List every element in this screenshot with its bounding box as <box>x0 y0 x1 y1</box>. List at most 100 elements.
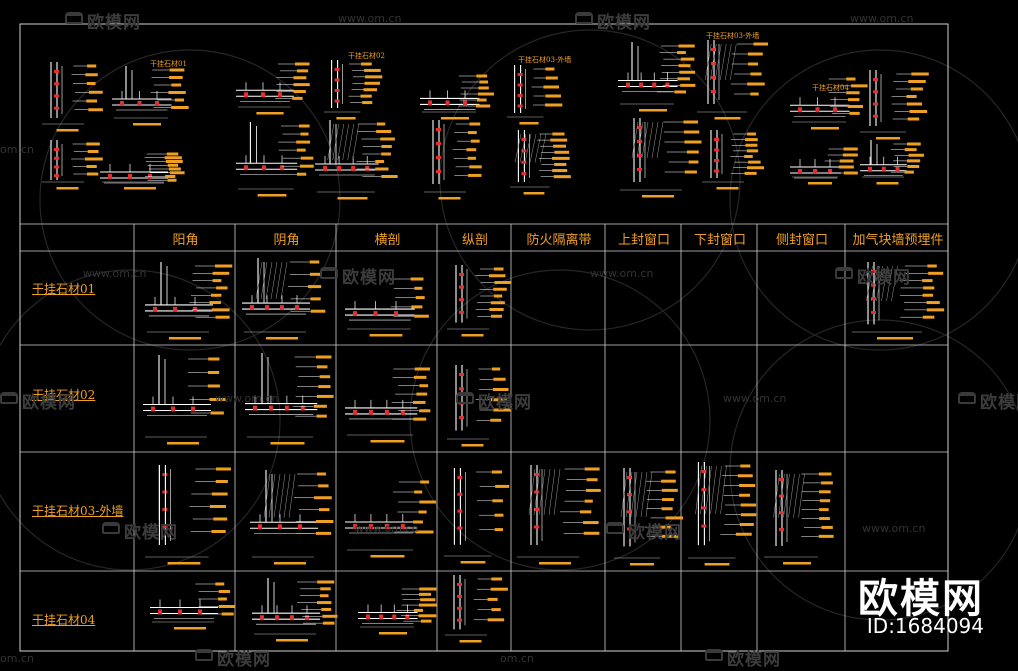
anchor-bolt <box>815 107 820 113</box>
anchor-bolt <box>711 48 716 51</box>
annotation-text-mark <box>318 508 330 512</box>
annotation-text-mark <box>293 90 306 93</box>
watermark-arc <box>729 319 1018 621</box>
anchor-bolt <box>373 311 378 317</box>
anchor-bolt <box>459 387 464 391</box>
annotation-text-mark <box>298 124 310 128</box>
watermark-brand-text: 欧模网 <box>124 523 178 543</box>
annotation-text-mark <box>908 153 924 157</box>
watermark-brand-text: 欧模网 <box>22 393 76 413</box>
annotation-text-mark <box>414 490 423 494</box>
annotation-text-mark <box>418 603 437 607</box>
watermark-url-text: om.cn <box>0 143 34 156</box>
anchor-bolt <box>262 165 266 171</box>
top-detail-title: 干挂石材02 <box>348 51 385 60</box>
annotation-text-mark <box>309 260 320 264</box>
annotation-text-mark <box>375 160 385 163</box>
detail-title-bar <box>438 197 461 200</box>
annotation-text-mark <box>296 140 311 144</box>
anchor-bolt <box>162 525 168 529</box>
annotation-text-mark <box>679 70 696 74</box>
anchor-bolt <box>637 126 642 129</box>
anchor-bolt <box>295 305 299 311</box>
annotation-text-mark <box>847 105 863 108</box>
hatch-line <box>705 465 712 515</box>
annotation-text-mark <box>821 481 833 485</box>
annotation-text-mark <box>686 150 699 154</box>
annotation-text-mark <box>318 385 331 389</box>
annotation-text-mark <box>922 293 934 297</box>
annotation-text-mark <box>361 62 372 66</box>
annotation-text-mark <box>851 84 868 88</box>
annotation-text-mark <box>553 175 571 179</box>
anchor-bolt <box>534 473 539 476</box>
anchor-bolt <box>627 510 632 514</box>
watermark-brand-text: 欧模网 <box>628 523 682 543</box>
anchor-bolt <box>334 78 340 82</box>
annotation-text-mark <box>922 279 933 283</box>
annotation-text-mark <box>314 496 332 500</box>
annotation-text-mark <box>476 104 491 108</box>
annotation-text-mark <box>410 277 424 281</box>
watermark-brand-text: 欧模网 <box>87 13 141 33</box>
annotation-text-mark <box>906 159 921 163</box>
annotation-text-mark <box>310 297 321 301</box>
annotation-text-mark <box>295 62 310 66</box>
annotation-text-mark <box>739 484 756 487</box>
detail-title-bar <box>639 109 667 112</box>
top-detail-title: 干挂石材01 <box>150 59 187 68</box>
annotation-text-mark <box>907 117 920 121</box>
anchor-bolt <box>368 409 373 415</box>
annotation-text-mark <box>906 102 923 106</box>
anchor-bolt <box>193 306 197 312</box>
detail-title-bar <box>716 187 739 190</box>
hatch-line <box>534 133 542 163</box>
anchor-bolt <box>711 90 716 93</box>
annotation-text-mark <box>414 314 429 318</box>
anchor-bolt <box>268 405 273 411</box>
anchor-bolt <box>868 166 872 172</box>
anchor-bolt <box>534 490 539 494</box>
col-header-lower-window: 下封窗口 <box>693 233 746 248</box>
annotation-text-mark <box>491 314 503 318</box>
annotation-text-mark <box>215 582 225 586</box>
brand-id-text: ID:1684094 <box>866 614 984 638</box>
anchor-bolt <box>158 609 162 615</box>
annotation-text-mark <box>665 470 676 474</box>
annotation-text-mark <box>375 167 389 171</box>
watermark-sofa-icon <box>456 392 474 404</box>
annotation-text-mark <box>164 156 182 160</box>
annotation-text-mark <box>419 587 437 591</box>
annotation-text-mark <box>469 122 481 126</box>
hatch-line <box>260 261 268 300</box>
annotation-text-mark <box>491 470 503 474</box>
anchor-bolt <box>833 107 837 113</box>
annotation-text-mark <box>85 73 98 77</box>
hatch-line <box>730 43 737 81</box>
annotation-text-mark <box>583 521 599 525</box>
anchor-bolt <box>261 92 265 98</box>
anchor-bolt <box>665 82 670 88</box>
anchor-bolt <box>436 128 441 131</box>
annotation-text-mark <box>846 91 860 95</box>
annotation-text-mark <box>907 165 920 168</box>
hatch-line <box>548 468 556 516</box>
hatch-line <box>646 121 654 159</box>
annotation-text-mark <box>364 68 381 72</box>
annotation-text-mark <box>321 607 332 611</box>
detail-title-bar <box>124 187 156 190</box>
annotation-text-mark <box>208 357 220 361</box>
annotation-text-mark <box>677 77 690 81</box>
annotation-text-mark <box>322 614 338 618</box>
anchor-bolt <box>54 106 59 110</box>
anchor-bolt <box>384 524 389 529</box>
detail-title-bar <box>808 182 832 185</box>
annotation-text-mark <box>413 417 427 421</box>
annotation-text-mark <box>846 77 856 81</box>
annotation-text-mark <box>552 169 568 173</box>
hatch-line <box>255 261 263 300</box>
watermark-arc <box>439 29 741 331</box>
annotation-text-mark <box>380 137 395 141</box>
hatch-line <box>798 473 805 518</box>
anchor-bolt <box>54 148 59 151</box>
